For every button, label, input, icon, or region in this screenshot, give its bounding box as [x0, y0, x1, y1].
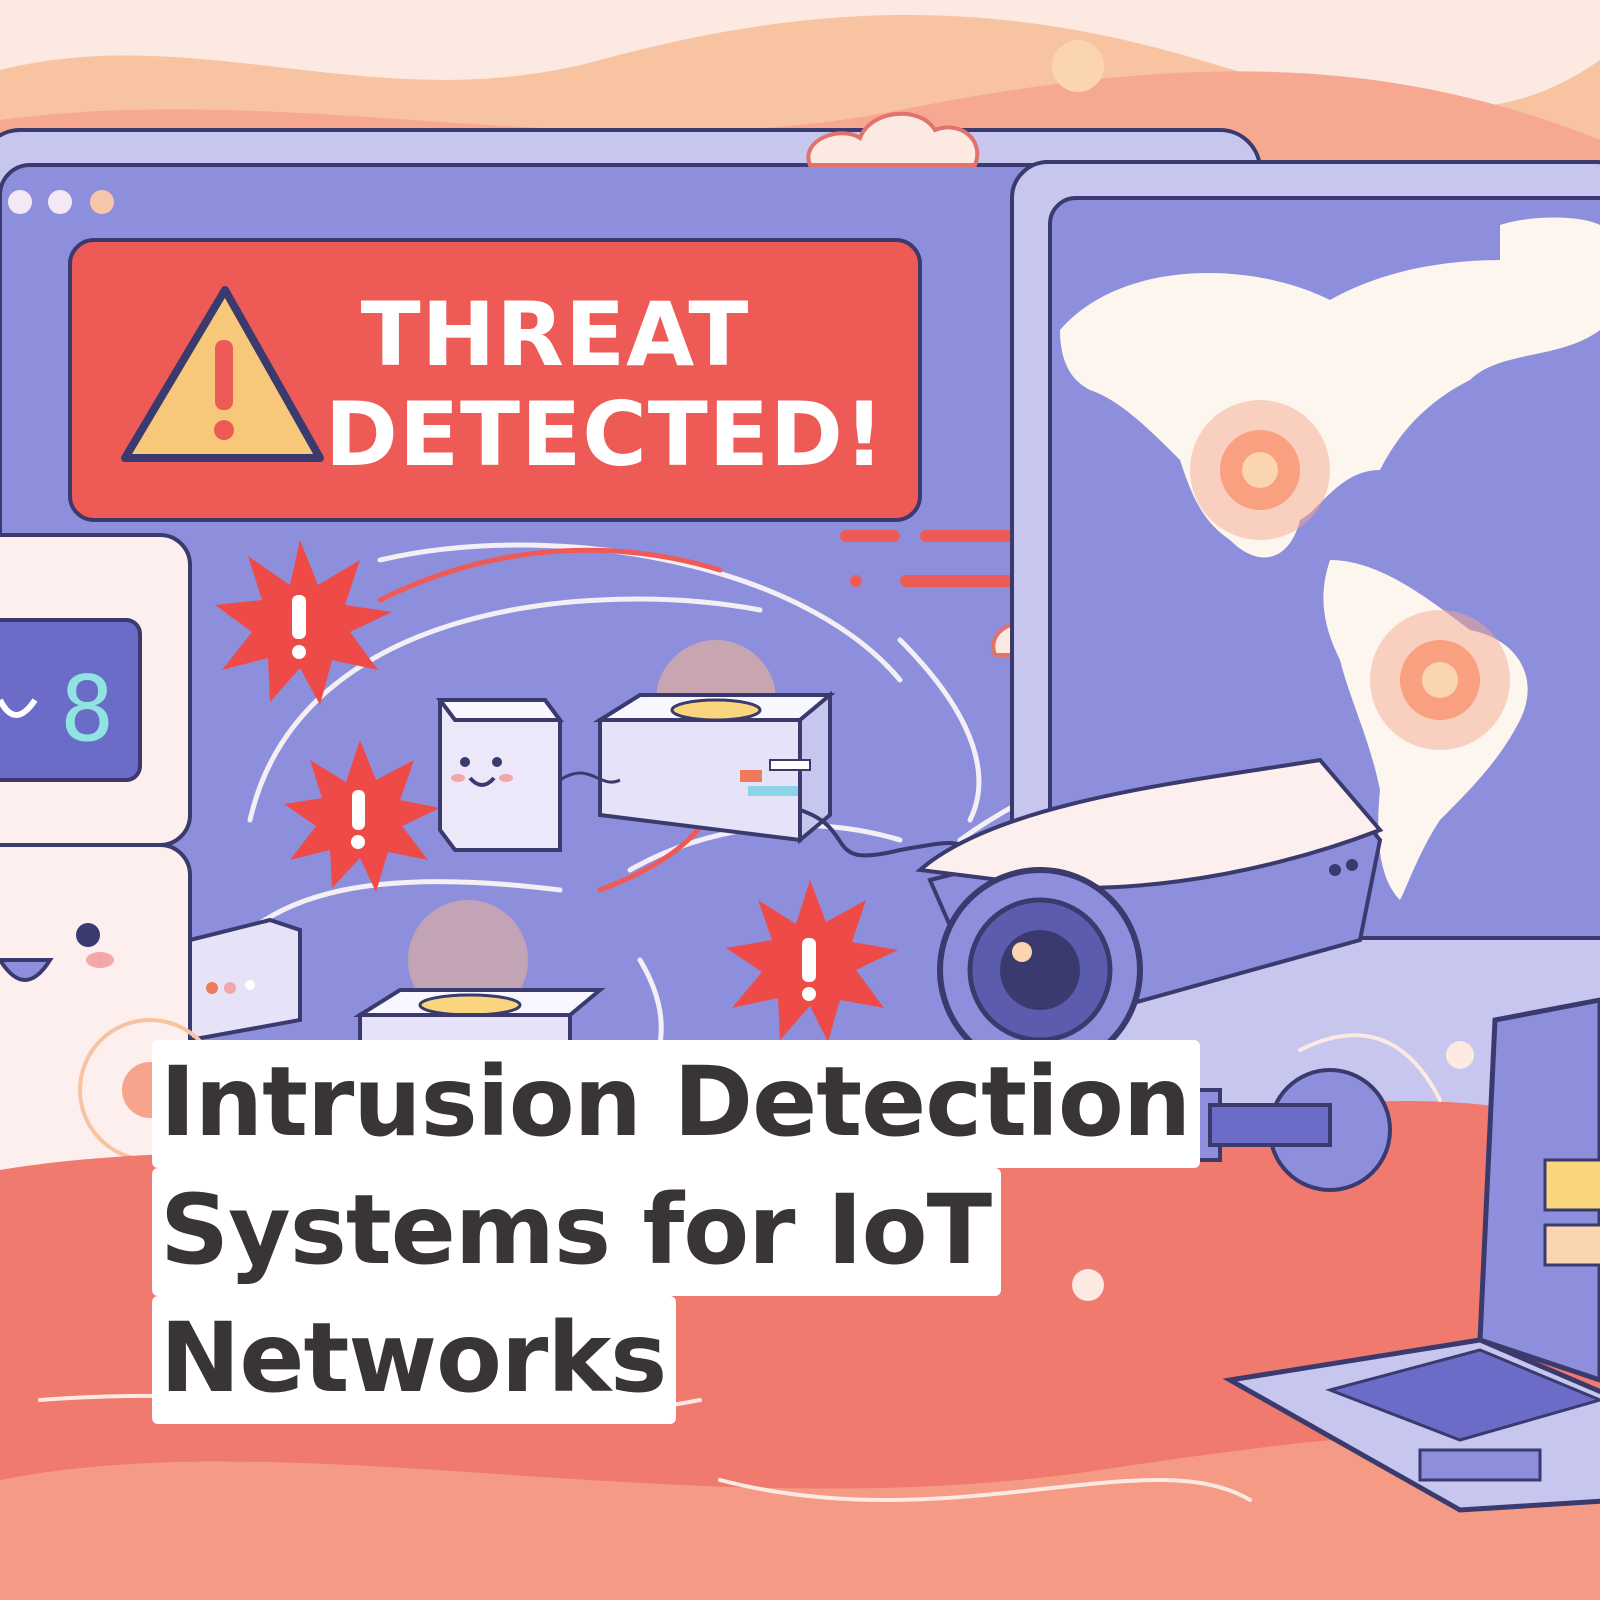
router-icon [188, 917, 302, 1043]
router-icon [593, 640, 836, 845]
world-map-icon [1010, 160, 1600, 1164]
window-dot [48, 190, 72, 214]
alert-burst-icon [284, 740, 440, 892]
laptop-icon [1222, 997, 1600, 1513]
alert-burst-icon [215, 540, 392, 705]
headline-line-2: Systems for IoT [152, 1168, 1002, 1296]
camera-icon [915, 757, 1392, 1192]
headline-line-3: Networks [152, 1296, 677, 1424]
headline-line-1: Intrusion Detection [152, 1040, 1201, 1168]
cloud-icon [806, 111, 980, 167]
alert-burst-icon [726, 880, 898, 1042]
warning-triangle-icon [121, 286, 324, 462]
svg-text:8: 8 [60, 657, 114, 762]
banner-line-1: THREAT [361, 283, 750, 386]
threat-banner [68, 238, 922, 522]
window-dot [8, 190, 32, 214]
iot-device-smiley [436, 698, 564, 852]
banner-line-2: DETECTED! [325, 383, 885, 486]
window-dot [90, 190, 114, 214]
sun-dot [1052, 40, 1104, 92]
